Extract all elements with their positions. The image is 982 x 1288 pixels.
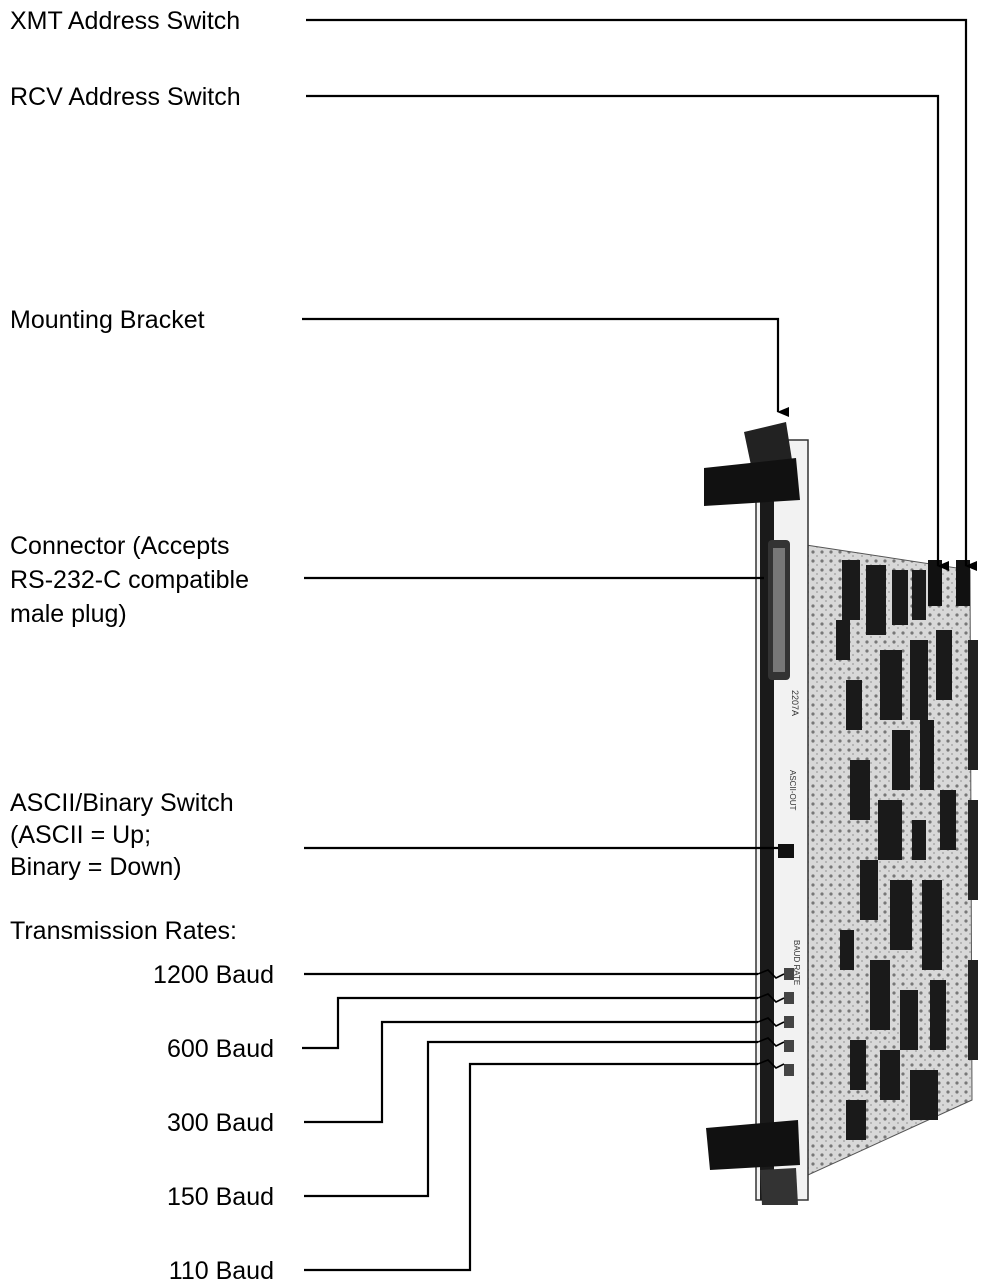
panel-port-label: ASCII-OUT: [788, 770, 797, 811]
xmt-address-switch: [956, 560, 970, 606]
xmt-leader-line: [306, 20, 966, 566]
edge-connector: [968, 640, 978, 1060]
front-panel: 2207A ASCII-OUT BAUD RATE: [704, 422, 808, 1205]
baud-300-leader-line: [304, 1022, 758, 1122]
bottom-ejector-handle: [706, 1120, 800, 1170]
panel-baud-rate-label: BAUD RATE: [792, 940, 801, 985]
circuit-board: [806, 545, 978, 1175]
bracket-leader-line: [302, 319, 778, 412]
top-ejector-handle: [704, 458, 800, 506]
rcv-leader-line: [306, 96, 938, 566]
rcv-address-switch: [928, 560, 942, 606]
baud-110-leader-line: [304, 1064, 758, 1270]
panel-part-number: 2207A: [790, 690, 800, 716]
ascii-binary-switch: [778, 844, 794, 858]
